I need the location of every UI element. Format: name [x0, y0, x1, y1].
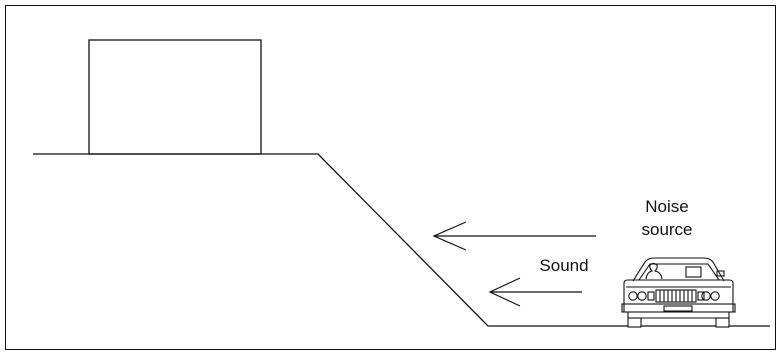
car-valance: [627, 312, 730, 319]
wheel-right: [715, 317, 730, 328]
noise-source-label-line2: source: [641, 220, 693, 239]
car-mirror: [685, 266, 702, 278]
headlight-right-outer: [710, 291, 720, 301]
sound-arrow-upper: [432, 221, 596, 251]
car-body: [623, 279, 734, 313]
building: [88, 39, 262, 155]
headlight-right-inner: [701, 291, 711, 301]
car-windshield: [637, 263, 721, 281]
indicator-right: [697, 291, 705, 301]
car-driver: [645, 262, 663, 280]
car-bumper: [621, 303, 736, 313]
car: [621, 257, 736, 328]
car-roof: [632, 257, 725, 282]
sound-label: Sound: [539, 256, 589, 275]
wheel-left: [627, 317, 642, 328]
noise-source-label-line1: Noise: [645, 197, 689, 216]
headlight-left-inner: [637, 291, 647, 301]
headlight-left-outer: [628, 291, 638, 301]
license-plate: [663, 305, 693, 312]
diagram-frame: [5, 5, 776, 350]
indicator-left: [647, 291, 655, 301]
car-side-mirror: [716, 270, 725, 277]
sound-arrow-lower: [488, 277, 582, 307]
